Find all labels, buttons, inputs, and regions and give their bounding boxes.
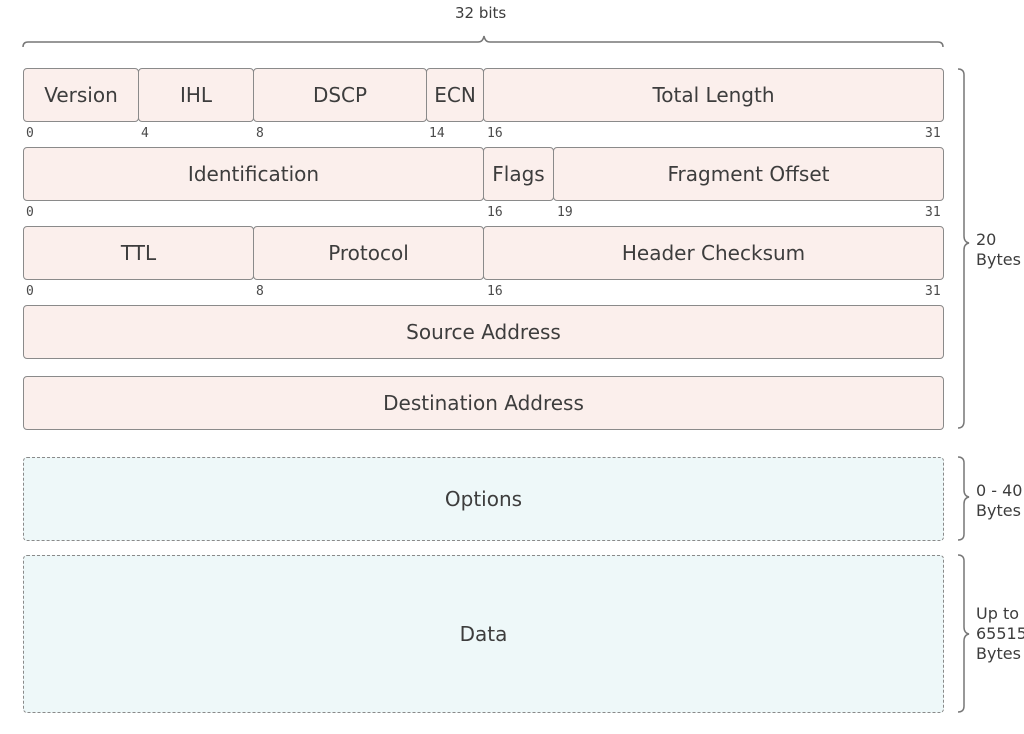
options-size-brace	[957, 456, 970, 541]
bit-label: 0	[26, 205, 34, 220]
data-size-prefix: Up to	[976, 604, 1020, 623]
header-size-value: 20	[976, 230, 997, 249]
field-fragment-offset: Fragment Offset	[553, 147, 944, 201]
bit-label: 8	[256, 126, 264, 141]
field-dscp: DSCP	[253, 68, 427, 122]
field-flags: Flags	[483, 147, 554, 201]
data-size-brace	[957, 554, 970, 713]
field-protocol: Protocol	[253, 226, 484, 280]
field-data: Data	[23, 555, 944, 713]
field-ecn: ECN	[426, 68, 484, 122]
bit-label: 31	[925, 284, 941, 299]
bit-label: 0	[26, 284, 34, 299]
field-header-checksum: Header Checksum	[483, 226, 944, 280]
bit-label: 19	[557, 205, 573, 220]
bit-label: 31	[925, 126, 941, 141]
bit-label: 0	[26, 126, 34, 141]
width-label: 32 bits	[455, 4, 507, 22]
bit-label: 14	[429, 126, 445, 141]
bit-label: 16	[487, 126, 503, 141]
bit-label: 31	[925, 205, 941, 220]
data-size-unit: Bytes	[976, 644, 1021, 663]
bit-label: 4	[141, 126, 149, 141]
field-version: Version	[23, 68, 139, 122]
options-size-unit: Bytes	[976, 501, 1021, 520]
field-options: Options	[23, 457, 944, 541]
bit-label: 16	[487, 205, 503, 220]
header-size-label: 20 Bytes	[976, 230, 1021, 270]
field-ttl: TTL	[23, 226, 254, 280]
field-identification: Identification	[23, 147, 484, 201]
header-size-unit: Bytes	[976, 250, 1021, 269]
header-size-brace	[957, 68, 970, 429]
bit-label: 8	[256, 284, 264, 299]
field-destination-address: Destination Address	[23, 376, 944, 430]
data-size-value: 65515	[976, 624, 1024, 643]
field-total-length: Total Length	[483, 68, 944, 122]
field-ihl: IHL	[138, 68, 254, 122]
options-size-label: 0 - 40 Bytes	[976, 481, 1022, 521]
field-source-address: Source Address	[23, 305, 944, 359]
options-size-value: 0 - 40	[976, 481, 1023, 500]
data-size-label: Up to 65515 Bytes	[976, 604, 1024, 664]
bit-label: 16	[487, 284, 503, 299]
